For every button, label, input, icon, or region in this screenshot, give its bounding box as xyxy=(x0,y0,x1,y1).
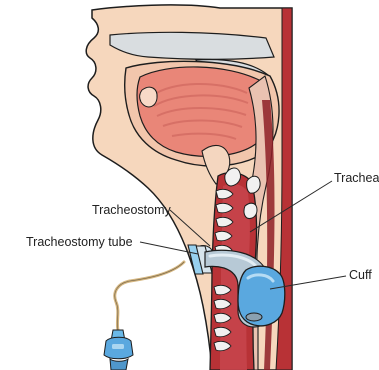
pilot-balloon xyxy=(104,330,133,370)
lip-highlight xyxy=(140,87,157,107)
tracheostomy-label: Tracheostomy xyxy=(92,204,171,217)
tube-opening xyxy=(246,313,262,321)
trachea-label: Trachea xyxy=(334,172,379,185)
nasal-cavity xyxy=(110,32,274,59)
pilot-line xyxy=(115,262,184,330)
pilot-line-outline xyxy=(115,262,184,330)
cuff-label: Cuff xyxy=(349,269,372,282)
tracheostomy-tube-label: Tracheostomy tube xyxy=(26,236,133,249)
